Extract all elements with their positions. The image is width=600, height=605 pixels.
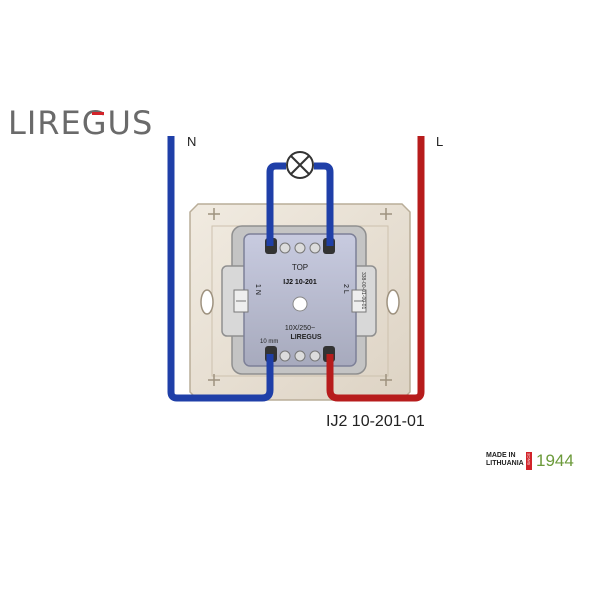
since-text: SINCE bbox=[526, 453, 531, 466]
made-in-label: MADE IN LITHUANIA bbox=[486, 452, 524, 468]
terminal-screws bbox=[279, 242, 321, 362]
lamp-wire-left bbox=[266, 162, 286, 246]
made-in-line1: MADE IN bbox=[486, 452, 516, 459]
logo-accent-mark bbox=[92, 112, 104, 115]
live-wire bbox=[326, 136, 425, 402]
made-in-line2: LITHUANIA bbox=[486, 460, 524, 467]
strip-length-label: 10 mm bbox=[260, 339, 278, 345]
face-brand-label: LIREGUS bbox=[290, 334, 321, 341]
neutral-label: N bbox=[187, 134, 196, 149]
brand-logo-text: LIREGUS bbox=[8, 104, 154, 142]
right-side-label: 2 L bbox=[342, 284, 349, 294]
lamp-wire-right bbox=[314, 162, 334, 246]
brand-logo: LIREGUS bbox=[8, 104, 153, 142]
switch-mechanism: TOP IJ2 10-201 1 N 2 L 10X/250~ LIREGUS … bbox=[221, 225, 377, 375]
live-label: L bbox=[436, 134, 443, 149]
frame-screw-slots bbox=[208, 208, 392, 386]
neutral-wire bbox=[167, 136, 274, 402]
serial-label: 338-00-01-00-01 bbox=[360, 272, 366, 309]
model-caption: IJ2 10-201-01 bbox=[326, 413, 425, 430]
left-side-label: 1 N bbox=[254, 284, 261, 295]
face-model-label: IJ2 10-201 bbox=[283, 279, 317, 286]
since-badge: SINCE bbox=[526, 452, 532, 470]
top-label: TOP bbox=[292, 263, 308, 272]
lamp-icon bbox=[286, 151, 314, 179]
rating-label: 10X/250~ bbox=[285, 325, 315, 332]
since-year: 1944 bbox=[536, 451, 574, 470]
